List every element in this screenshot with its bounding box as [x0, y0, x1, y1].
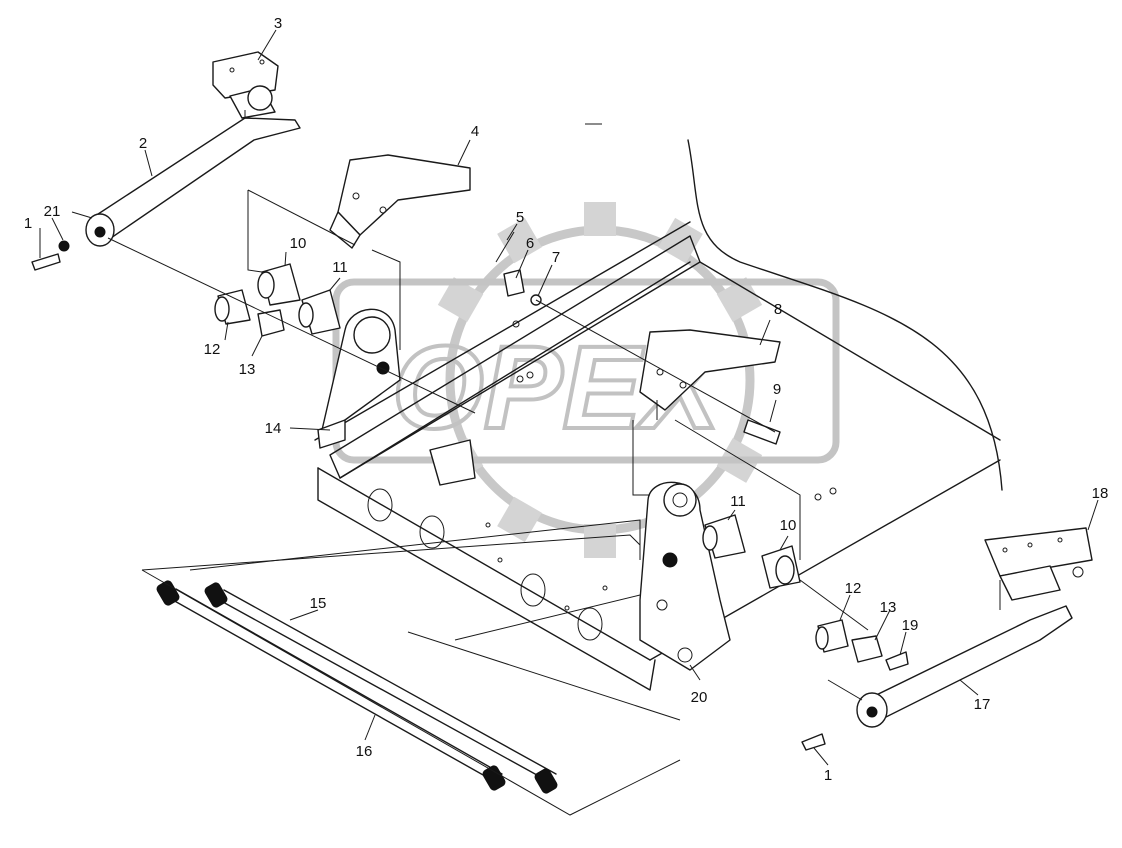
part-17-torsion-arm-right [856, 605, 1073, 728]
callout-1-right: 1 [824, 767, 832, 784]
callout-2: 2 [139, 135, 147, 152]
part-4-upper-bracket [329, 154, 471, 249]
callout-8: 8 [774, 301, 782, 318]
watermark-logo: OPEX [332, 202, 840, 558]
callouts: 1 2 3 4 5 6 7 8 9 10 11 12 13 14 21 11 1… [24, 15, 1109, 784]
callout-13-left: 13 [239, 361, 256, 378]
leader-lines [39, 29, 1099, 766]
callout-10-left: 10 [290, 235, 307, 252]
callout-14: 14 [265, 420, 282, 437]
callout-10-right: 10 [780, 517, 797, 534]
part-18-mount-plate-right [984, 527, 1093, 601]
callout-6: 6 [526, 235, 534, 252]
callout-20: 20 [691, 689, 708, 706]
callout-11-right: 11 [730, 493, 746, 510]
callout-11-left: 11 [332, 259, 348, 276]
callout-13-right: 13 [880, 599, 897, 616]
part-8-mid-bracket [639, 329, 781, 411]
left-bushing-set [214, 263, 341, 337]
part-3-mount-plate-left [212, 51, 279, 119]
callout-12-left: 12 [204, 341, 221, 358]
part-15-torsion-bar [204, 582, 558, 794]
right-bushing-set [702, 514, 883, 663]
fasteners [31, 231, 909, 751]
callout-19: 19 [902, 617, 919, 634]
callout-7: 7 [552, 249, 560, 266]
assembly-lines [107, 110, 1001, 816]
part-16-torsion-bar [156, 580, 506, 791]
callout-12-right: 12 [845, 580, 862, 597]
callout-1-left: 1 [24, 215, 32, 232]
callout-21: 21 [44, 203, 61, 220]
callout-5: 5 [516, 209, 524, 226]
part-2-torsion-arm-left [85, 117, 301, 247]
callout-9: 9 [773, 381, 781, 398]
cab-outline [687, 139, 1003, 491]
callout-15: 15 [310, 595, 327, 612]
callout-4: 4 [471, 123, 479, 140]
callout-3: 3 [274, 15, 282, 32]
callout-16: 16 [356, 743, 373, 760]
callout-18: 18 [1092, 485, 1109, 502]
right-mount-bracket [639, 481, 731, 671]
left-mount-bracket [317, 308, 476, 486]
callout-17: 17 [974, 696, 991, 713]
